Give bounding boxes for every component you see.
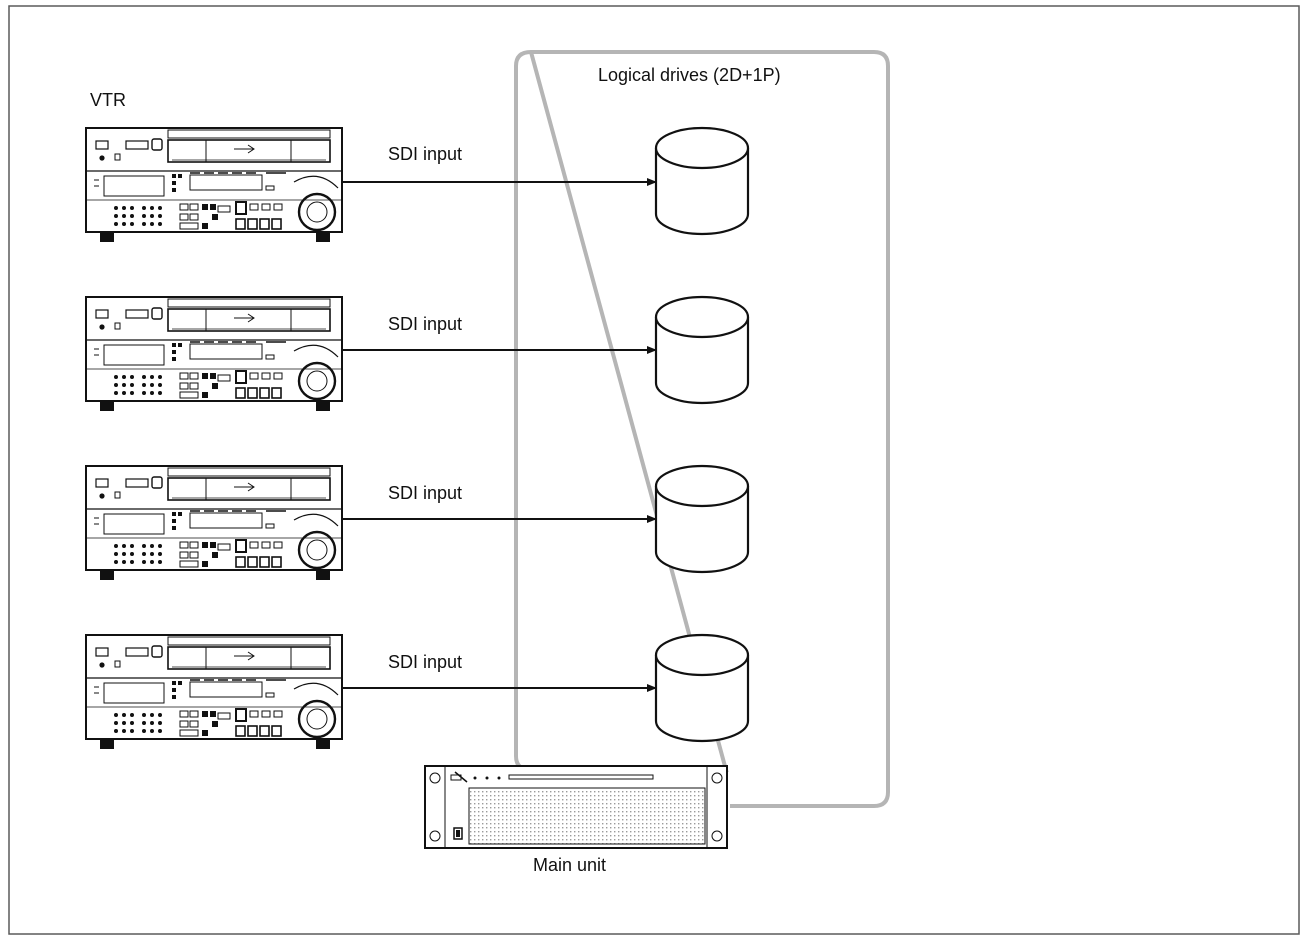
group-label: Logical drives (2D+1P) [598, 65, 781, 85]
logical-drive-cylinder [654, 126, 750, 236]
logical-drive-cylinder [654, 295, 750, 405]
main-unit-device [424, 765, 728, 849]
connection-label: SDI input [388, 652, 462, 672]
logical-drive-cylinder [654, 633, 750, 743]
vtr-device [84, 126, 344, 244]
vtr-device [84, 295, 344, 413]
vtr-device [84, 464, 344, 582]
figure-frame [8, 5, 1300, 935]
vtr-device [84, 633, 344, 751]
main-unit-label: Main unit [533, 855, 606, 875]
connection-label: SDI input [388, 483, 462, 503]
logical-drive-cylinder [654, 464, 750, 574]
connection-label: SDI input [388, 144, 462, 164]
connection-label: SDI input [388, 314, 462, 334]
vtr-label: VTR [90, 90, 126, 110]
